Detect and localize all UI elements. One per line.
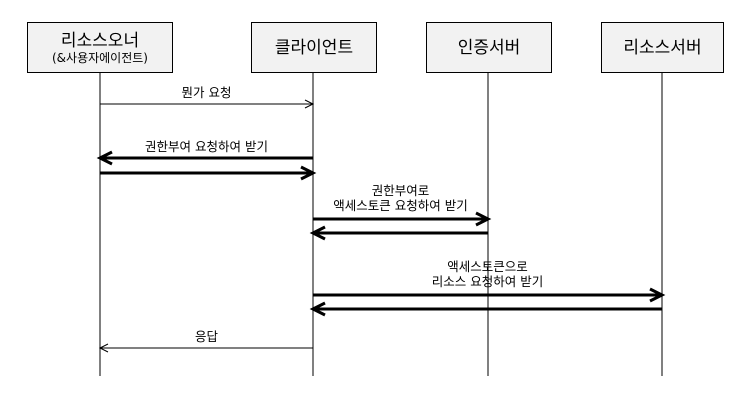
participant-resource-server: 리소스서버 [601, 22, 724, 73]
message-label-token-request: 권한부여로 액세스토큰 요청하여 받기 [313, 183, 488, 213]
arrow-resource-request [313, 287, 666, 303]
message-label-line: 액세스토큰 요청하여 받기 [333, 198, 468, 213]
participant-client: 클라이언트 [251, 22, 377, 73]
arrow-token-request [313, 211, 492, 227]
participant-sublabel: (&사용자에이전트) [51, 50, 148, 65]
message-label-line: 액세스토큰으로 [447, 259, 528, 274]
arrow-response [98, 343, 313, 353]
message-label-response: 응답 [194, 329, 218, 344]
participant-label: 리소스오너 [60, 30, 140, 51]
participant-label: 인증서버 [457, 37, 521, 58]
message-label-resource-request: 액세스토큰으로 리소스 요청하여 받기 [313, 259, 662, 289]
arrow-resource-return [309, 301, 662, 317]
message-label-auth-grant-request: 권한부여 요청하여 받기 [145, 139, 268, 154]
participant-label: 리소스서버 [623, 37, 702, 58]
participant-resource-owner: 리소스오너 (&사용자에이전트) [27, 22, 173, 73]
participant-auth-server: 인증서버 [426, 22, 552, 73]
arrow-token-return [309, 225, 488, 241]
message-label-line: 리소스 요청하여 받기 [431, 274, 544, 289]
message-label-request-something: 뭔가 요청 [181, 85, 232, 100]
arrow-auth-grant-request [96, 150, 313, 166]
message-label-line: 권한부여로 [371, 183, 430, 198]
participant-label: 클라이언트 [274, 37, 354, 58]
arrow-auth-grant-return [100, 165, 317, 181]
arrow-request-something [100, 99, 315, 109]
